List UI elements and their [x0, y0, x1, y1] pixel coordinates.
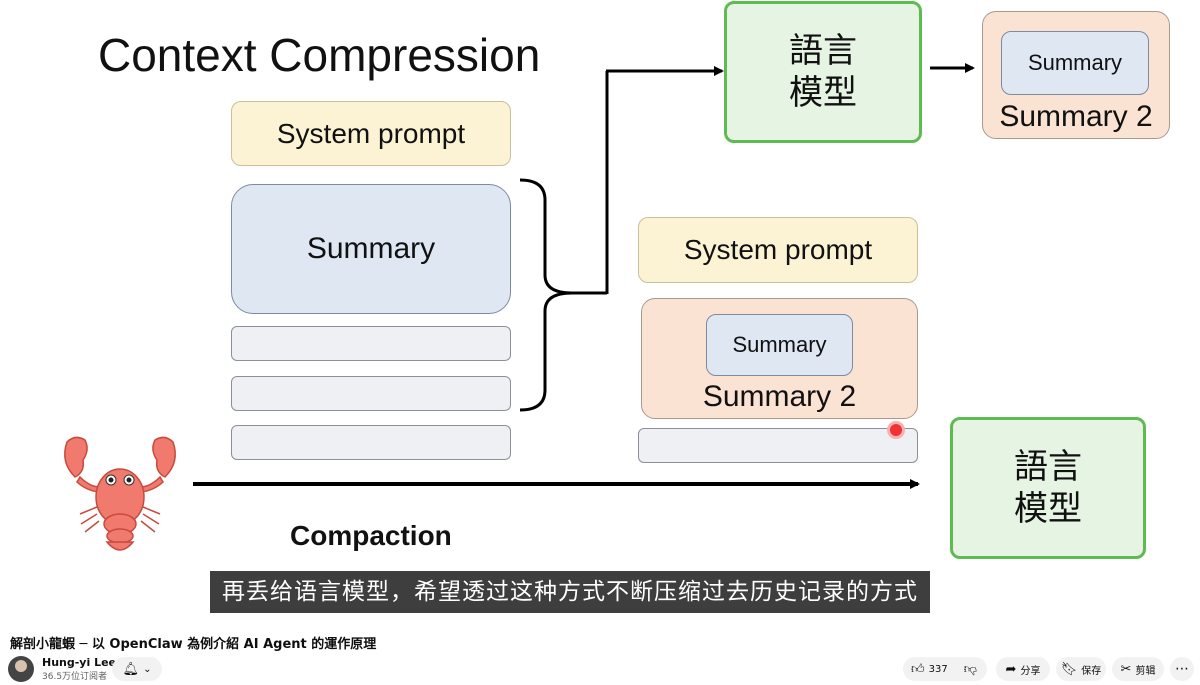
channel-info[interactable]: Hung-yi Lee 36.5万位订阅者 [8, 656, 116, 682]
bell-icon: 🔔︎ [122, 661, 140, 677]
summary-block: Summary [231, 184, 511, 314]
compaction-label: Compaction [290, 520, 452, 551]
clip-label: 剪辑 [1135, 665, 1156, 677]
summary2-output-top: Summary Summary 2 [982, 11, 1170, 139]
chevron-down-icon: ⌄ [143, 663, 152, 675]
thumbs-down-icon: 👎︎ [963, 661, 977, 677]
summary2-label: Summary 2 [999, 100, 1153, 133]
clip-button[interactable]: ✂ 剪辑 [1112, 657, 1164, 681]
channel-name[interactable]: Hung-yi Lee [42, 656, 117, 669]
inner-summary: Summary [706, 314, 853, 376]
lobster-icon [64, 436, 176, 551]
model-label-line1: 語言 [789, 32, 857, 70]
avatar[interactable] [8, 656, 34, 682]
history-block [231, 376, 511, 411]
history-block [231, 425, 511, 460]
language-model-bottom: 語言 模型 [950, 417, 1146, 559]
model-label-line1: 語言 [1014, 448, 1082, 486]
bookmark-icon: 🔖︎ [1060, 661, 1078, 677]
save-label: 保存 [1081, 665, 1102, 677]
like-button[interactable]: 👍︎ 337 [903, 662, 956, 677]
thumbs-up-icon: 👍︎ [911, 661, 925, 677]
system-prompt-block-new: System prompt [638, 217, 918, 283]
summary2-label: Summary 2 [702, 380, 857, 413]
share-icon: ➦ [1005, 661, 1017, 677]
like-dislike-group: 👍︎ 337 👎︎ [903, 657, 987, 681]
more-icon: ⋯ [1175, 661, 1189, 677]
history-block [231, 326, 511, 361]
language-model-top: 語言 模型 [724, 1, 922, 143]
video-title: 解剖小龍蝦 ─ 以 OpenClaw 為例介紹 AI Agent 的運作原理 [10, 637, 377, 652]
more-options-button[interactable]: ⋯ [1170, 657, 1194, 681]
model-label-line2: 模型 [789, 74, 857, 112]
slide-title: Context Compression [98, 29, 541, 81]
video-frame[interactable]: Context Compression System prompt Summar… [0, 0, 1200, 628]
system-prompt-block: System prompt [231, 101, 511, 166]
like-count: 337 [928, 663, 948, 675]
dislike-button[interactable]: 👎︎ [956, 662, 989, 677]
share-label: 分享 [1020, 665, 1041, 677]
subscriber-count: 36.5万位订阅者 [42, 672, 108, 682]
inner-summary: Summary [1001, 31, 1149, 95]
save-button[interactable]: 🔖︎ 保存 [1056, 657, 1106, 681]
scissors-icon: ✂ [1120, 661, 1132, 677]
brace [519, 178, 573, 412]
notification-button[interactable]: 🔔︎ ⌄ [112, 657, 162, 681]
history-block [638, 428, 918, 463]
laser-pointer [887, 421, 905, 439]
connector-arrows [193, 63, 975, 489]
share-button[interactable]: ➦ 分享 [996, 657, 1050, 681]
subtitle-caption: 再丢给语言模型，希望透过这种方式不断压缩过去历史记录的方式 [210, 571, 930, 613]
model-label-line2: 模型 [1014, 490, 1082, 528]
summary2-block: Summary Summary 2 [641, 298, 918, 419]
